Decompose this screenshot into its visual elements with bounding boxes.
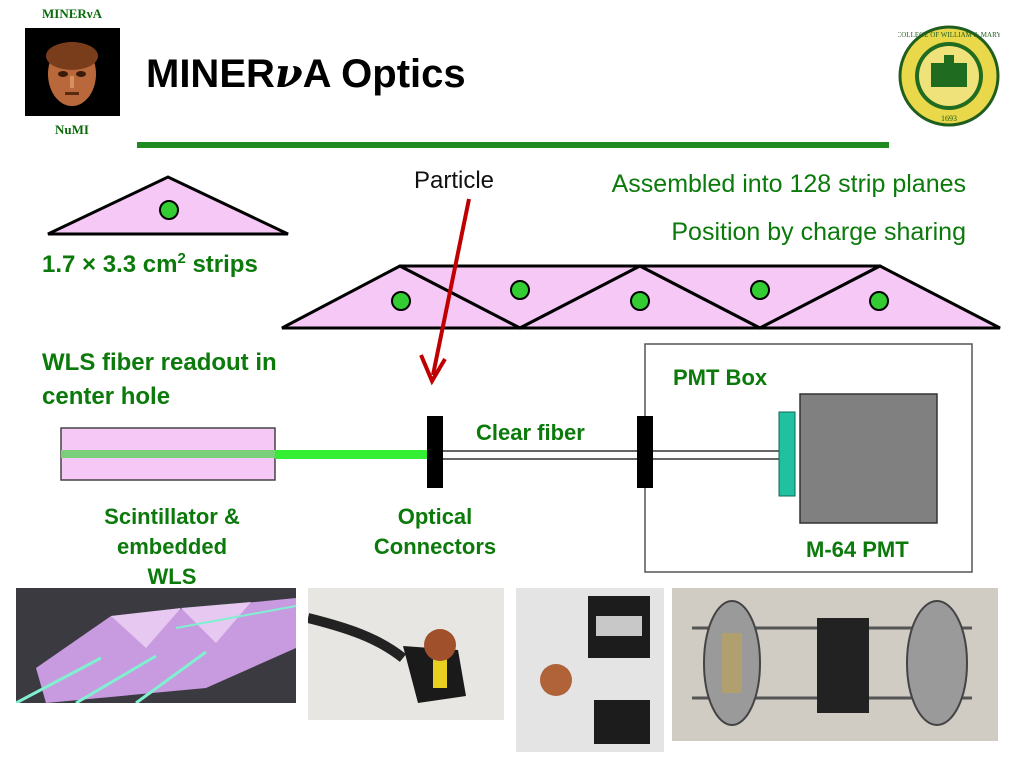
scintillator-label: Scintillator & embedded WLS [104, 504, 240, 589]
wls-readout-caption: WLS fiber readout in center hole [42, 349, 277, 410]
minerva-face-logo [25, 28, 120, 116]
connector-parts-photo [516, 588, 664, 752]
clear-fiber-label: Clear fiber [476, 420, 585, 445]
m64-pmt-block [799, 393, 938, 524]
pmt-box-assembly-photo [672, 588, 998, 741]
m64-pmt-label: M-64 PMT [806, 537, 909, 562]
particle-arrow [419, 198, 471, 386]
embedded-wls-fiber [61, 450, 275, 458]
strip-fiber-hole [159, 200, 179, 220]
pmt-box-label: PMT Box [673, 365, 768, 390]
strip-plane-diagram [281, 264, 1001, 330]
seal-year: 1693 [941, 114, 957, 123]
strip-dimension-caption: 1.7 × 3.3 cm2 strips [42, 250, 258, 278]
scintillator-strips-photo [16, 588, 296, 703]
william-and-mary-seal: COLLEGE OF WILLIAM & MARY 1693 [898, 25, 1000, 127]
particle-label: Particle [414, 167, 495, 194]
single-strip-diagram [47, 175, 289, 236]
numi-logo-text: NuMI [55, 122, 89, 137]
pmt-cookie [778, 411, 796, 497]
wls-fiber [275, 450, 427, 459]
assembled-caption: Assembled into 128 strip planes [611, 170, 966, 198]
optical-connector-right [637, 416, 653, 488]
seal-text: COLLEGE OF WILLIAM & MARY [898, 31, 1000, 39]
position-caption: Position by charge sharing [671, 218, 966, 246]
optical-connector-left [427, 416, 443, 488]
page-title: MINERνA Optics [146, 50, 466, 97]
readout-chain-diagram [60, 343, 973, 573]
optical-connector-cable-photo [308, 588, 504, 720]
minerva-logo-top-text: MINERνA [42, 6, 102, 21]
optical-connectors-label: Optical Connectors [373, 504, 497, 559]
title-underline [137, 142, 889, 148]
